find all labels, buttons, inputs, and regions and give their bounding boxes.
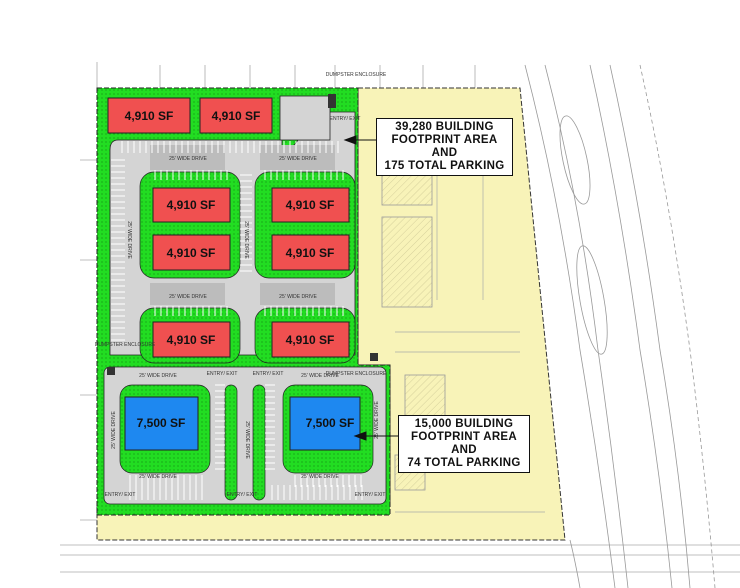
callout-line: 39,280 BUILDING [395,121,494,133]
property-lines [60,62,740,573]
callout-line: FOOTPRINT AREA [411,431,517,443]
upper-buildings [107,97,350,358]
building-7-area: 4,910 SF [167,333,216,347]
dumpster-label: DUMPSTER ENCLOSURE [326,72,387,78]
callout-line: 175 TOTAL PARKING [384,160,505,172]
building-9 [124,396,199,451]
parking-stall-stripes [111,141,363,500]
building-10-area: 7,500 SF [306,416,355,430]
lower-site-summary-callout: 15,000 BUILDING FOOTPRINT AREA AND 74 TO… [398,415,530,473]
building-5-area: 4,910 SF [167,246,216,260]
entry-label: ENTRY/ EXIT [330,116,361,122]
drive-label: 25' WIDE DRIVE [169,156,207,162]
callout-line: FOOTPRINT AREA [391,134,498,146]
drive-label: 25' WIDE DRIVE [126,221,132,259]
building-1 [107,97,191,134]
entry-label: ENTRY/ EXIT [253,371,284,377]
entry-label: ENTRY/ EXIT [105,492,136,498]
building-4 [271,187,350,223]
entry-label: ENTRY/ EXIT [227,492,258,498]
dumpster-label: DUMPSTER ENCLOSURE [95,342,156,348]
drive-label: 25' WIDE DRIVE [169,294,207,300]
dumpster-label: DUMPSTER ENCLOSURE [326,371,387,377]
drive-label: 25' WIDE DRIVE [374,401,380,439]
dumpster-icon [107,94,378,375]
building-6-area: 4,910 SF [286,246,335,260]
drive-label: 25' WIDE DRIVE [244,421,250,459]
building-4-area: 4,910 SF [286,198,335,212]
drive-label: 25' WIDE DRIVE [279,294,317,300]
drive-label: 25' WIDE DRIVE [301,474,339,480]
entry-label: ENTRY/ EXIT [355,492,386,498]
building-6 [271,234,350,271]
drive-label: 25' WIDE DRIVE [243,221,249,259]
upper-parking-pocket [279,95,331,141]
drive-label: 25' WIDE DRIVE [279,156,317,162]
building-5 [152,234,231,271]
building-1-area: 4,910 SF [125,109,174,123]
building-10 [289,396,361,451]
callout-line: 15,000 BUILDING [414,418,514,430]
drive-label: 25' WIDE DRIVE [139,373,177,379]
highway [524,64,716,588]
callout-arrow-icon [343,135,398,441]
building-2 [199,97,273,134]
building-8 [271,321,350,358]
callout-line: 74 TOTAL PARKING [407,457,521,469]
building-7 [152,321,231,358]
drive-label: 25' WIDE DRIVE [139,474,177,480]
drive-label: 25' WIDE DRIVE [301,373,339,379]
building-8-area: 4,910 SF [286,333,335,347]
building-9-area: 7,500 SF [137,416,186,430]
callout-line: AND [431,147,458,159]
callout-line: AND [451,444,477,456]
building-3 [152,187,231,223]
building-2-area: 4,910 SF [212,109,261,123]
entry-label: ENTRY/ EXIT [207,371,238,377]
drive-label: 25' WIDE DRIVE [111,411,117,449]
existing-parking-stripes [395,170,545,513]
building-3-area: 4,910 SF [167,198,216,212]
upper-site-summary-callout: 39,280 BUILDING FOOTPRINT AREA AND 175 T… [376,118,513,176]
